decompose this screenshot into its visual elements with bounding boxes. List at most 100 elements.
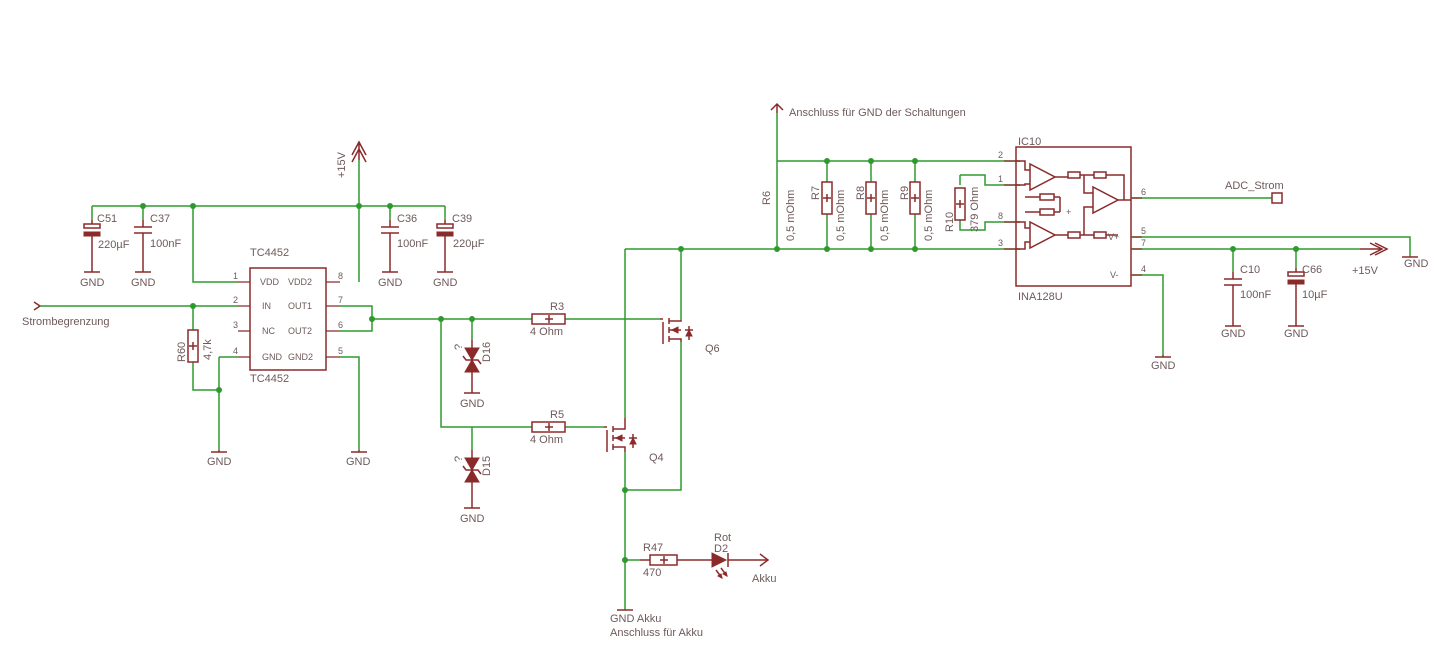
resistor-r47: R47 470 [640, 542, 705, 579]
svg-text:8: 8 [998, 211, 1003, 221]
svg-text:INA128U: INA128U [1018, 291, 1063, 303]
svg-text:100nF: 100nF [1240, 289, 1271, 301]
zener-d15: ? D15 [453, 450, 493, 498]
svg-text:C10: C10 [1240, 264, 1260, 276]
svg-text:Q4: Q4 [649, 452, 664, 464]
svg-text:Akku: Akku [752, 573, 776, 585]
net-label-strombegrenzung: Strombegrenzung [22, 301, 109, 328]
capacitor-c37: C37 100nF [134, 213, 181, 250]
junction-dots [140, 158, 1299, 563]
svg-text:R9: R9 [899, 186, 911, 200]
svg-text:GND: GND [460, 398, 485, 410]
gnd-d15: GND [460, 498, 485, 525]
svg-text:C36: C36 [397, 213, 417, 225]
svg-text:GND: GND [1284, 328, 1309, 340]
svg-text:GND: GND [1221, 328, 1246, 340]
svg-text:GND: GND [460, 513, 485, 525]
svg-text:D16: D16 [481, 342, 493, 362]
svg-text:?: ? [453, 456, 465, 462]
gnd-d16: GND [460, 385, 485, 410]
svg-text:GND: GND [207, 456, 232, 468]
gnd-c37: GND [131, 240, 156, 289]
svg-text:1: 1 [998, 174, 1003, 184]
svg-text:R47: R47 [643, 542, 663, 554]
svg-text:Strombegrenzung: Strombegrenzung [22, 316, 109, 328]
svg-text:220µF: 220µF [98, 239, 130, 251]
capacitor-c10: C10 100nF [1224, 264, 1271, 301]
svg-text:6: 6 [1141, 187, 1146, 197]
svg-text:3: 3 [998, 238, 1003, 248]
net-label-anschluss-akku: Anschluss für Akku [610, 627, 703, 639]
mosfet-q6: Q6 [660, 318, 720, 355]
svg-text:+15V: +15V [336, 151, 348, 178]
svg-text:TC4452: TC4452 [250, 373, 289, 385]
svg-text:C66: C66 [1302, 264, 1322, 276]
gnd-c10: GND [1221, 296, 1246, 340]
resistor-r60: R60 4,7k [176, 329, 214, 363]
svg-text:R3: R3 [550, 301, 564, 313]
svg-text:R6: R6 [761, 191, 773, 205]
svg-text:GND: GND [378, 277, 403, 289]
svg-text:Rot: Rot [714, 532, 731, 544]
resistor-r9: R9 0,5 mOhm [899, 181, 935, 241]
svg-text:4: 4 [233, 346, 238, 356]
resistor-r7: R7 0,5 mOhm [810, 181, 847, 241]
led-d2: Rot D2 [705, 532, 738, 579]
svg-text:4,7k: 4,7k [202, 339, 214, 360]
svg-text:470: 470 [643, 567, 661, 579]
svg-text:VDD2: VDD2 [288, 277, 312, 287]
capacitor-c36: C36 100nF [381, 213, 428, 250]
svg-text:C39: C39 [452, 213, 472, 225]
svg-text:D15: D15 [481, 456, 493, 476]
svg-text:IN: IN [262, 301, 271, 311]
svg-text:GND: GND [131, 277, 156, 289]
svg-text:GND Akku: GND Akku [610, 613, 661, 625]
svg-text:0,5 mOhm: 0,5 mOhm [923, 190, 935, 241]
gnd-r60: GND [207, 450, 232, 468]
capacitor-c51: C51 220µF [83, 213, 130, 251]
svg-text:0,5 mOhm: 0,5 mOhm [835, 190, 847, 241]
capacitor-c39: C39 220µF [436, 213, 485, 250]
gnd-c36: GND [378, 240, 403, 289]
zener-d16: ? D16 [453, 340, 493, 385]
svg-text:C37: C37 [150, 213, 170, 225]
svg-text:VDD: VDD [260, 277, 280, 287]
svg-text:2: 2 [998, 150, 1003, 160]
svg-text:4 Ohm: 4 Ohm [530, 434, 563, 446]
mosfet-q4: Q4 [604, 418, 664, 464]
svg-text:R10: R10 [944, 212, 956, 232]
svg-text:3: 3 [233, 320, 238, 330]
tc4452-driver: TC4452 TC4452 VDD VDD2 IN OUT1 NC OUT2 G… [233, 247, 343, 385]
svg-text:6: 6 [338, 320, 343, 330]
svg-text:GND: GND [1404, 258, 1429, 270]
gnd-symbols: GND GND GND GND GND GND GND GND GND GND … [80, 240, 1429, 625]
svg-text:0,5 mOhm: 0,5 mOhm [879, 190, 891, 241]
gnd-tc4452: GND [346, 450, 371, 468]
svg-text:0,5 mOhm: 0,5 mOhm [785, 190, 797, 241]
svg-text:Anschluss für GND der Schaltun: Anschluss für GND der Schaltungen [789, 107, 966, 119]
ina128u-ic10: + IC10 INA128U V+ V- 2 1 8 3 6 5 7 4 [998, 136, 1146, 303]
resistor-r10: R10 379 Ohm [944, 187, 981, 232]
gnd-ina: GND [1151, 355, 1176, 372]
svg-text:R7: R7 [810, 186, 822, 200]
svg-text:GND: GND [346, 456, 371, 468]
svg-text:IC10: IC10 [1018, 136, 1041, 148]
svg-text:4: 4 [1141, 264, 1146, 274]
supply-p15v-right: +15V [1352, 242, 1389, 277]
svg-text:8: 8 [338, 271, 343, 281]
svg-text:ADC_Strom: ADC_Strom [1225, 180, 1284, 192]
svg-text:GND: GND [262, 352, 283, 362]
net-label-adc-strom: ADC_Strom [1225, 180, 1284, 204]
svg-text:OUT1: OUT1 [288, 301, 312, 311]
gnd-right: GND [1402, 256, 1429, 270]
svg-text:+15V: +15V [1352, 265, 1379, 277]
resistor-r3: R3 4 Ohm [530, 301, 566, 338]
supply-p15v-top: +15V [336, 140, 367, 178]
gnd-c51: GND [80, 240, 105, 289]
gnd-c66: GND [1284, 296, 1309, 340]
gnd-c39: GND [433, 240, 458, 289]
svg-text:5: 5 [1141, 226, 1146, 236]
svg-text:7: 7 [338, 295, 343, 305]
net-label-anschluss-gnd: Anschluss für GND der Schaltungen [770, 102, 966, 119]
